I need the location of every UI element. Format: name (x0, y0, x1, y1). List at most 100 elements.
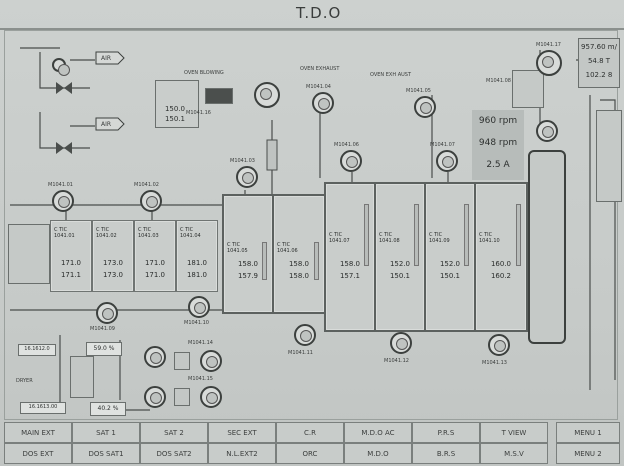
fan-14[interactable] (200, 386, 222, 408)
nav-t-view[interactable]: T VIEW (480, 422, 548, 443)
zone-9-tag: C TIC1041.09 (429, 232, 450, 244)
column-fan-tag: M1041.17 (536, 42, 561, 48)
lower-left-readout-4: 40.2 % (90, 402, 126, 416)
fan-4[interactable] (340, 150, 362, 172)
zone-3-actual: 171.0 (135, 271, 175, 279)
fan-1[interactable] (52, 190, 74, 212)
zone-5-level-bar (262, 242, 267, 280)
nav-nl-ext2[interactable]: N.L.EXT2 (208, 443, 276, 464)
nav-cr[interactable]: C.R (276, 422, 344, 443)
fan-8-tag: M1041.11 (288, 350, 313, 356)
zone-9-level-bar (464, 204, 469, 266)
nav-dos-ext[interactable]: DOS EXT (4, 443, 72, 464)
dryer-unit[interactable] (70, 356, 94, 398)
zone-1-tag: C TIC1041.01 (54, 227, 75, 239)
oven-exhaust-fan-2[interactable] (414, 96, 436, 118)
zone-9-actual: 150.1 (426, 272, 474, 280)
speed-readout-3: 102.2 8 (579, 71, 619, 79)
zone-2-setpoint: 173.0 (93, 259, 133, 267)
zone-8-actual: 150.1 (376, 272, 424, 280)
lower-valve-1[interactable] (174, 352, 190, 370)
zone-1-actual: 171.1 (51, 271, 91, 279)
lower-left-readout-3: 16.1613.00 (20, 402, 66, 414)
fan-7-tag: M1041.10 (184, 320, 209, 326)
nav-sec-ext[interactable]: SEC EXT (208, 422, 276, 443)
fan-5[interactable] (436, 150, 458, 172)
oven-exhaust-label: OVEN EXHAUST (300, 66, 339, 72)
speed-readout-1: 957.60 m/ (579, 43, 619, 51)
fan-7[interactable] (188, 296, 210, 318)
top-exhaust-fan[interactable] (536, 50, 562, 76)
fan-12[interactable] (200, 350, 222, 372)
nav-brs[interactable]: B.R.S (412, 443, 480, 464)
zone-1-setpoint: 171.0 (51, 259, 91, 267)
fan-8[interactable] (294, 324, 316, 346)
lower-valve-2[interactable] (174, 388, 190, 406)
zone-7-level-bar (364, 204, 369, 266)
zone-6-tag: C TIC1041.06 (277, 242, 298, 254)
fan-6-tag: M1041.09 (90, 326, 115, 332)
air-fan-1[interactable] (52, 58, 66, 72)
column-fan[interactable] (536, 120, 558, 142)
nav-orc[interactable]: ORC (276, 443, 344, 464)
top-exhaust-fan-tag: M1041.08 (486, 78, 511, 84)
menu-2-button[interactable]: MENU 2 (556, 443, 620, 464)
fan-11[interactable] (144, 346, 166, 368)
cooling-column[interactable] (528, 150, 566, 344)
oven-blowing-panel[interactable]: 150.0 150.1 (155, 80, 199, 128)
fan-12-tag: M1041.14 (188, 340, 213, 346)
nav-dos-sat1[interactable]: DOS SAT1 (72, 443, 140, 464)
fan-2[interactable] (140, 190, 162, 212)
zone-4-actual: 181.0 (177, 271, 217, 279)
menu-1-button[interactable]: MENU 1 (556, 422, 620, 443)
lower-left-readout-1: 16.1612.0 (18, 344, 56, 356)
oven-blowing-fan[interactable] (254, 82, 280, 108)
fan-14-tag: M1041.15 (188, 376, 213, 382)
entry-unit[interactable] (8, 224, 50, 284)
speed-readout-2: 54.8 T (579, 57, 619, 65)
bottom-navigation: MAIN EXT SAT 1 SAT 2 SEC EXT C.R M.D.O A… (0, 420, 624, 466)
air-label-1: AIR (101, 55, 111, 62)
zone-7-actual: 157.1 (326, 272, 374, 280)
zone-10-level-bar (516, 204, 521, 266)
nav-sat-1[interactable]: SAT 1 (72, 422, 140, 443)
rpm-readout-1: 960 rpm (474, 116, 522, 126)
fan-3-tag: M1041.03 (230, 158, 255, 164)
air-pipe-2 (40, 112, 90, 148)
rpm-readout-2: 948 rpm (474, 138, 522, 148)
zone-3-setpoint: 171.0 (135, 259, 175, 267)
nav-prs[interactable]: P.R.S (412, 422, 480, 443)
current-readout: 2.5 A (474, 160, 522, 170)
oven-blowing-label: OVEN BLOWING (184, 70, 224, 76)
zone-7-tag: C TIC1041.07 (329, 232, 350, 244)
nav-main-ext[interactable]: MAIN EXT (4, 422, 72, 443)
speed-readout-panel: 957.60 m/ 54.8 T 102.2 8 (578, 38, 620, 88)
fan-9[interactable] (390, 332, 412, 354)
zone-4-tag: C TIC1041.04 (180, 227, 201, 239)
fan-13[interactable] (144, 386, 166, 408)
zone-6-level-bar (314, 242, 319, 280)
nav-mdo-ac[interactable]: M.D.O AC (344, 422, 412, 443)
air-label-2: AIR (101, 121, 111, 128)
oven-exhaust-fan-1[interactable] (312, 92, 334, 114)
nav-dos-sat2[interactable]: DOS SAT2 (140, 443, 208, 464)
nav-mdo[interactable]: M.D.O (344, 443, 412, 464)
fan-3[interactable] (236, 166, 258, 188)
nav-sat-2[interactable]: SAT 2 (140, 422, 208, 443)
oven-blowing-heater-tag: M1041.16 (186, 110, 211, 116)
fan-6[interactable] (96, 302, 118, 324)
fan-10[interactable] (488, 334, 510, 356)
nav-msv[interactable]: M.S.V (480, 443, 548, 464)
fan-2-tag: M1041.02 (134, 182, 159, 188)
